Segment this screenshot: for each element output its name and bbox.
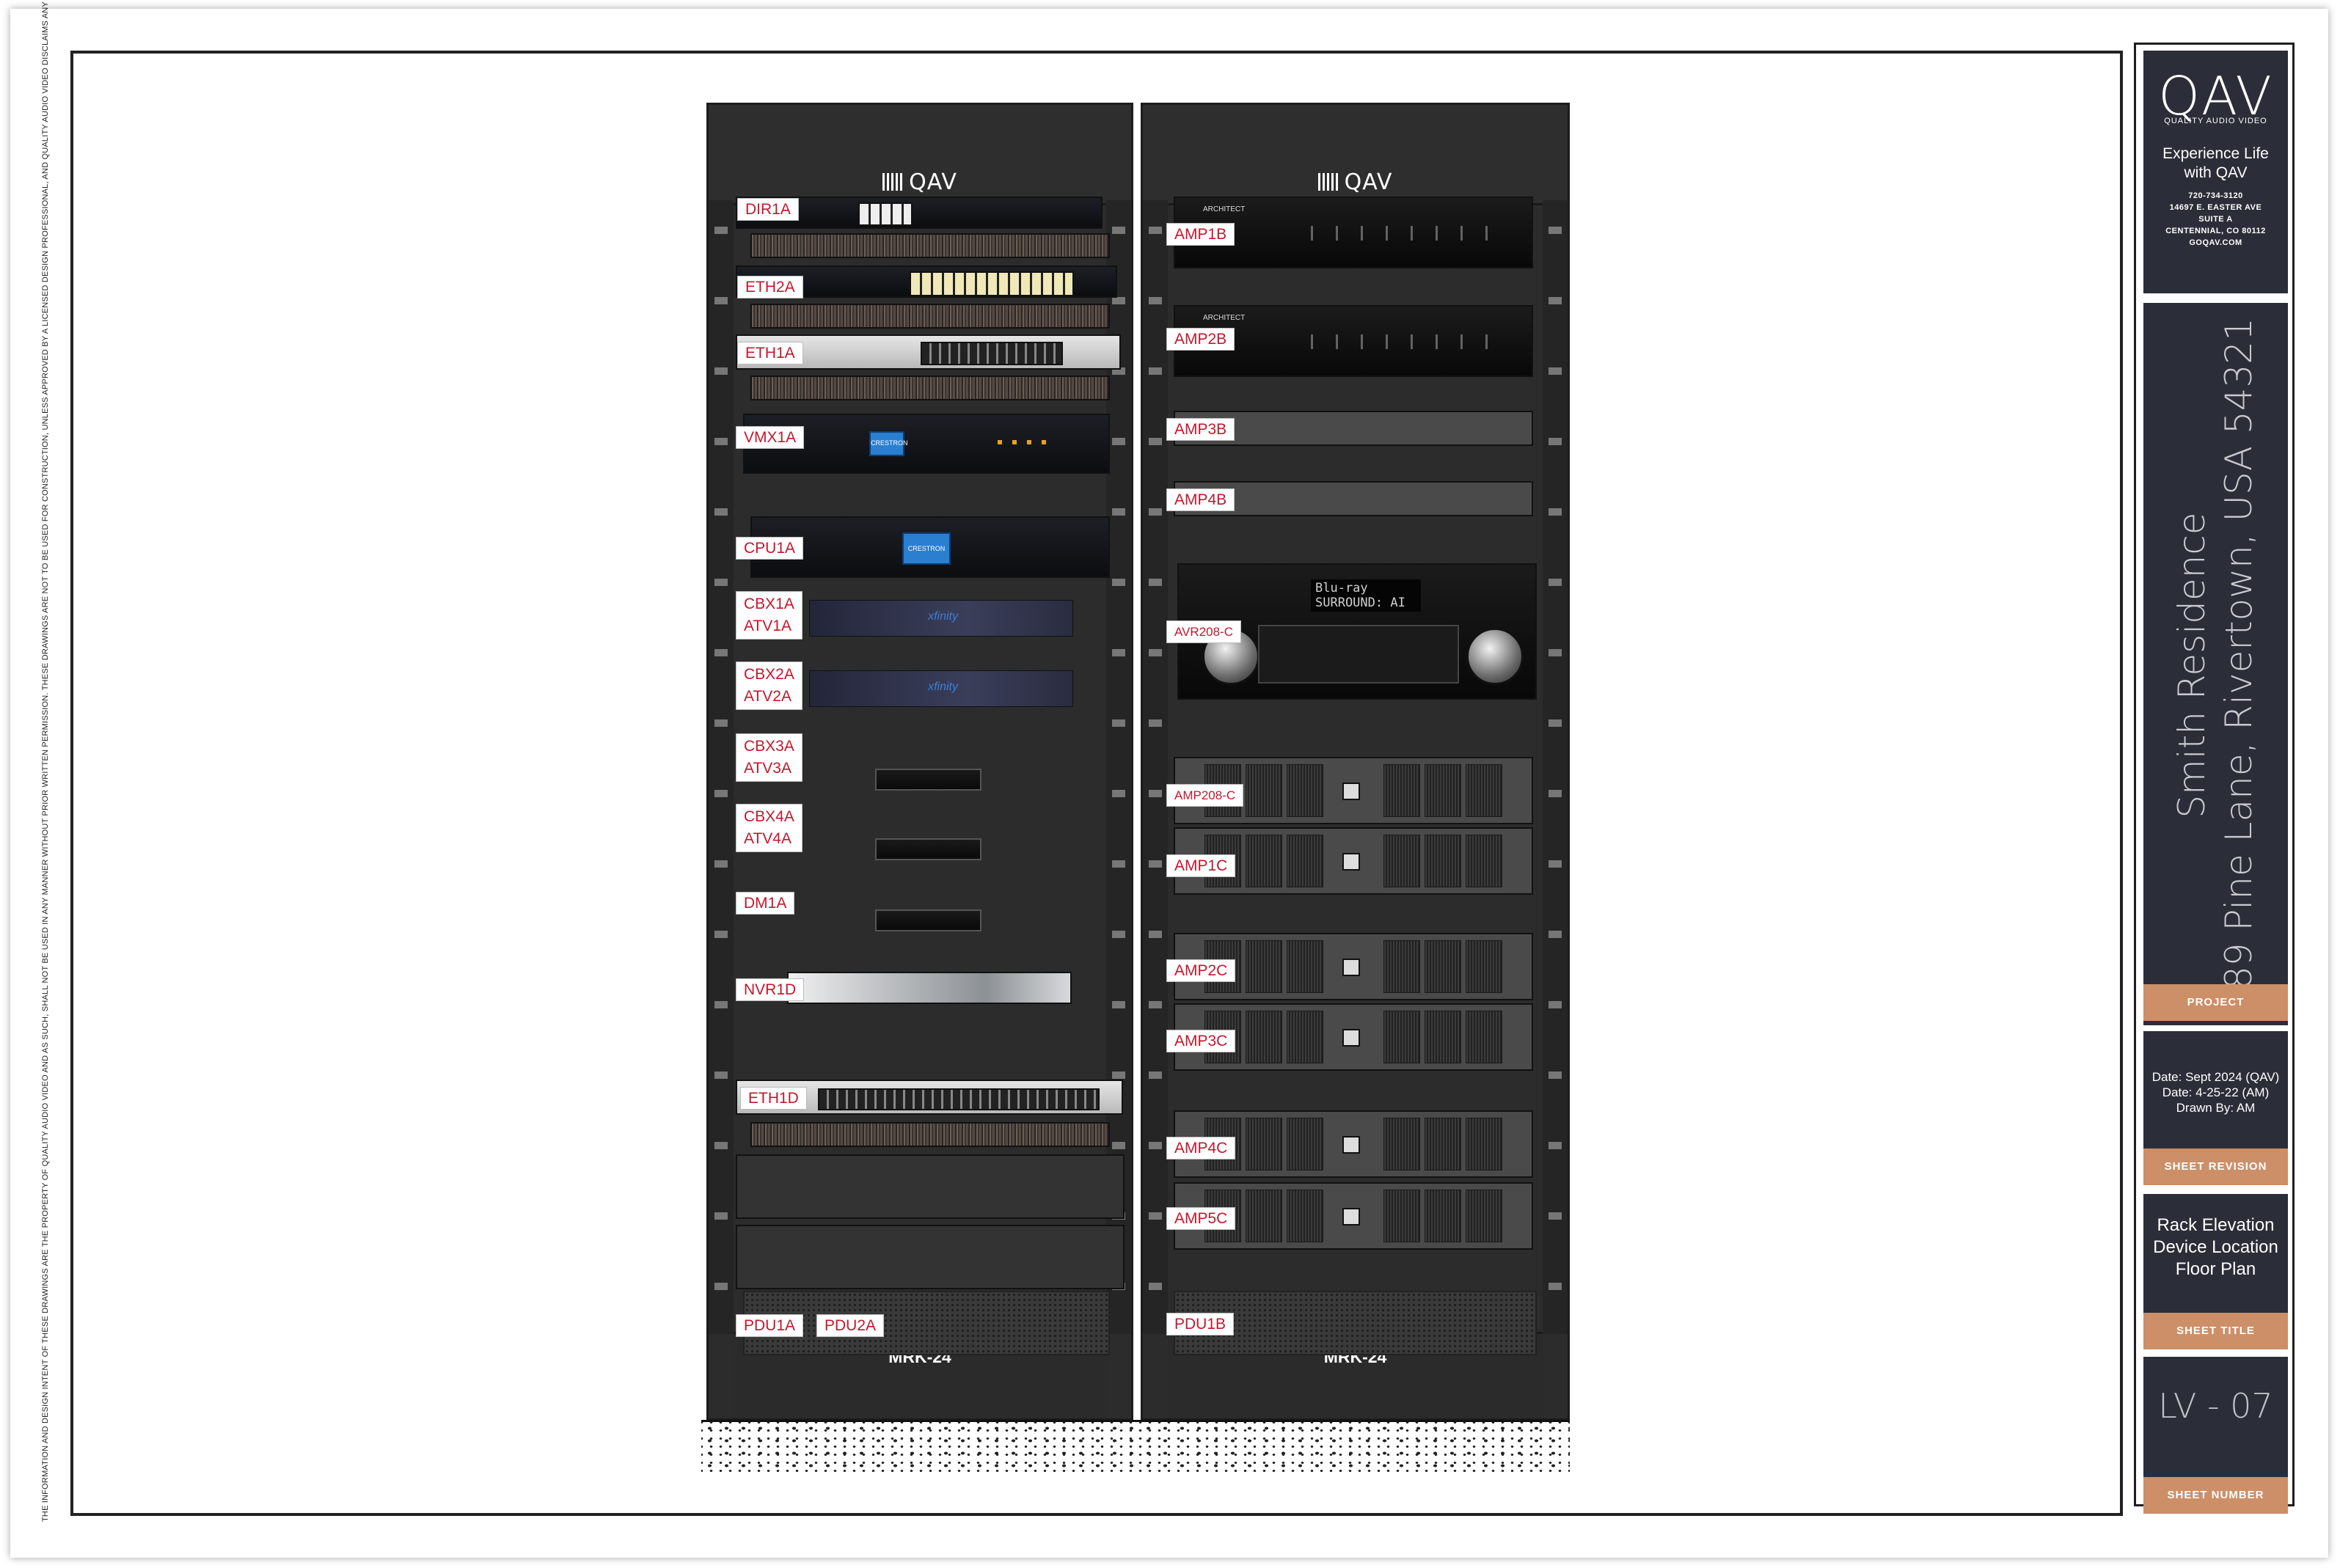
power-button-icon: [1342, 853, 1361, 871]
label-cpu1a: CPU1A: [736, 537, 804, 560]
device-nvr1d[interactable]: [787, 972, 1072, 1004]
label-avr208-c: AVR208-C: [1166, 620, 1241, 643]
device-dm1a[interactable]: [875, 909, 981, 931]
sheet-title: Rack Elevation Device Location Floor Pla…: [2153, 1215, 2278, 1279]
label-eth2a: ETH2A: [737, 276, 803, 298]
power-button-icon: [1342, 783, 1361, 801]
rack-right-rail-left: [1143, 200, 1168, 1334]
rack-right-top: QAV: [1143, 105, 1568, 205]
power-button-icon: [1342, 1029, 1361, 1047]
brush-panel: [750, 375, 1110, 400]
status-led-icon: [1027, 440, 1031, 444]
label-eth1a: ETH1A: [737, 342, 803, 364]
device-pdu-panel-right: [1174, 1291, 1537, 1355]
label-eth1d: ETH1D: [740, 1087, 807, 1110]
label-pdu2a: PDU2A: [816, 1314, 885, 1337]
qav-logo: QAV: [2158, 65, 2273, 127]
device-cbx2a[interactable]: xfinity: [809, 670, 1073, 707]
label-vmx1a: VMX1A: [736, 426, 805, 449]
power-button-icon: [1342, 959, 1361, 977]
label-pdu1a: PDU1A: [736, 1314, 804, 1337]
label-amp1c: AMP1C: [1166, 854, 1236, 877]
label-amp4b: AMP4B: [1166, 488, 1235, 511]
contact-info: 720-734-3120 14697 E. EASTER AVE SUITE A…: [2165, 191, 2266, 247]
qav-logo-sub: QUALITY AUDIO VIDEO: [2164, 117, 2267, 125]
revision-info: Date: Sept 2024 (QAV) Date: 4-25-22 (AM)…: [2151, 1070, 2280, 1115]
disclaimer-text: THE INFORMATION AND DESIGN INTENT OF THE…: [41, 0, 50, 1522]
status-led-icon: [1012, 440, 1017, 444]
label-amp3b: AMP3B: [1166, 418, 1235, 441]
sheet-title-tag: SHEET TITLE: [2143, 1313, 2288, 1349]
rack-left-logo: QAV: [709, 169, 1131, 195]
blank-panel: [736, 1154, 1125, 1219]
label-amp4c: AMP4C: [1166, 1137, 1236, 1159]
device-atv3a[interactable]: [875, 769, 981, 791]
label-amp5c: AMP5C: [1166, 1207, 1236, 1230]
rack-left-rail-right: [1106, 200, 1131, 1334]
label-dm1a: DM1A: [736, 892, 795, 915]
label-dir1a: DIR1A: [737, 198, 799, 221]
label-nvr1d: NVR1D: [736, 978, 805, 1001]
device-vmx1a[interactable]: CRESTRON: [743, 414, 1110, 474]
crestron-logo-icon: CRESTRON: [869, 431, 908, 456]
rack-left-top: QAV: [709, 105, 1131, 205]
status-led-icon: [1042, 440, 1046, 444]
device-ports: [910, 271, 1074, 296]
label-amp3c: AMP3C: [1166, 1030, 1236, 1052]
power-button-icon: [1342, 1208, 1361, 1226]
xfinity-logo: xfinity: [928, 610, 958, 623]
meter-bank: [1310, 334, 1504, 349]
device-cpu1a[interactable]: CRESTRON: [750, 516, 1110, 578]
input-knob-icon: [1466, 628, 1524, 685]
device-pdu-panel-left: [743, 1291, 1110, 1355]
device-cbx1a[interactable]: xfinity: [809, 600, 1073, 637]
label-pdu1b: PDU1B: [1166, 1313, 1235, 1336]
device-ports: [858, 202, 913, 226]
sheet-revision-tag: SHEET REVISION: [2143, 1148, 2288, 1185]
brush-panel: [750, 1122, 1110, 1147]
project-address: Smith Residence 789 Pine Lane, Rivertown…: [2168, 313, 2262, 1017]
label-amp2b: AMP2B: [1166, 328, 1235, 351]
xfinity-logo: xfinity: [928, 681, 958, 694]
device-ports: [921, 342, 1063, 365]
title-block: QAV QUALITY AUDIO VIDEO Experience Life …: [2134, 43, 2295, 1514]
floor-hatch: [701, 1420, 1570, 1473]
brush-panel: [750, 304, 1110, 329]
sheet-number: LV - 07: [2158, 1386, 2273, 1426]
tagline: Experience Life with QAV: [2162, 145, 2269, 181]
project-tag: PROJECT: [2143, 984, 2288, 1021]
label-amp208-c: AMP208-C: [1166, 784, 1244, 807]
blank-panel: [736, 1225, 1125, 1289]
qav-logo-icon: [882, 173, 905, 191]
rack-right-logo: QAV: [1143, 169, 1568, 195]
label-amp2c: AMP2C: [1166, 959, 1236, 982]
sheet-number-tag: SHEET NUMBER: [2143, 1477, 2288, 1514]
device-ports: [818, 1088, 1100, 1110]
project-street: 789 Pine Lane, Rivertown, USA 54321: [2217, 318, 2260, 1013]
avr-front-door: [1258, 625, 1459, 684]
project-name: Smith Residence: [2171, 512, 2213, 818]
crestron-logo-icon: CRESTRON: [902, 532, 951, 565]
status-led-icon: [998, 440, 1002, 444]
rack-right-rail-right: [1543, 200, 1568, 1334]
device-amp3c[interactable]: [1174, 1003, 1533, 1071]
device-amp2c[interactable]: [1174, 933, 1533, 1000]
device-atv4a[interactable]: [875, 838, 981, 860]
qav-logo-icon: [1317, 173, 1340, 191]
label-amp1b: AMP1B: [1166, 223, 1235, 246]
logo-block: QAV QUALITY AUDIO VIDEO Experience Life …: [2143, 51, 2288, 293]
rack-left-rail-left: [709, 200, 734, 1334]
power-button-icon: [1342, 1136, 1361, 1154]
project-block: Smith Residence 789 Pine Lane, Rivertown…: [2143, 303, 2288, 1025]
meter-bank: [1310, 225, 1504, 241]
brush-panel: [750, 233, 1110, 258]
